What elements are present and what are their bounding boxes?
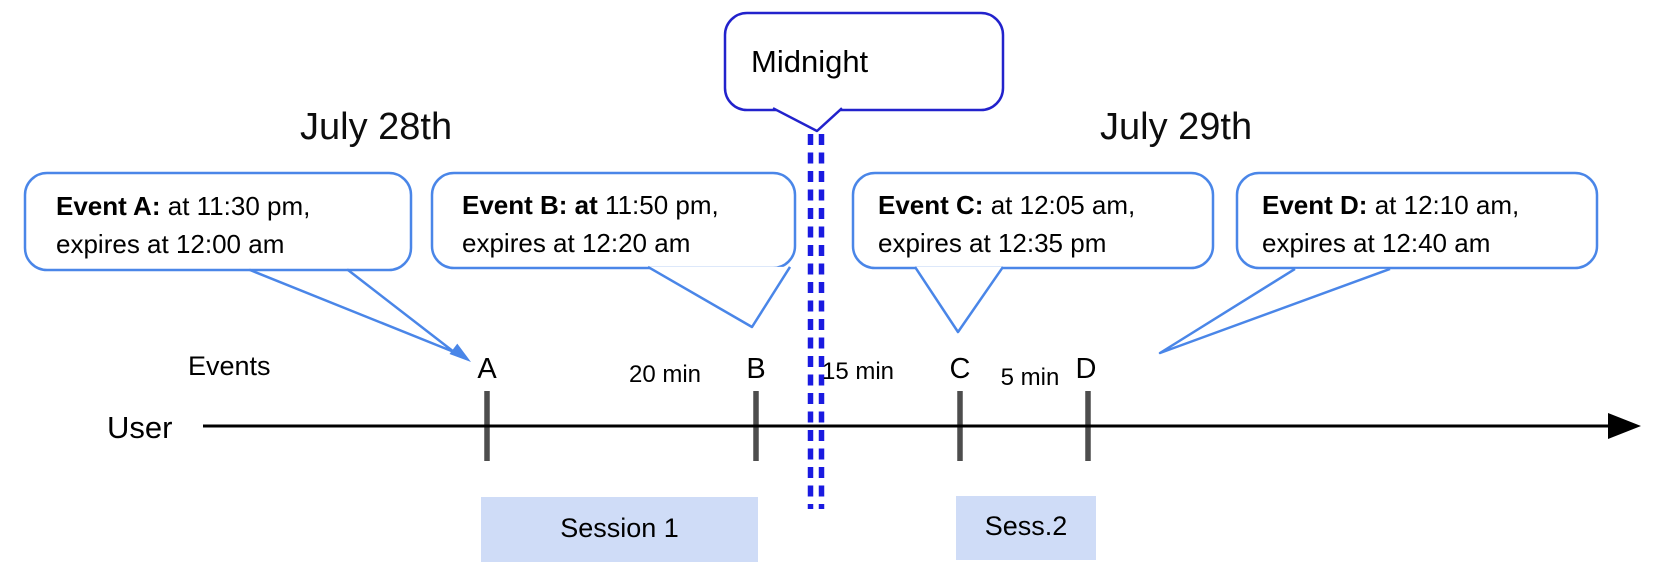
event-b-title: Event B: at [462,190,598,220]
tick-label-b: B [746,353,766,385]
day-label-july-29: July 29th [1100,106,1253,148]
event-b-expiry: expires at 12:20 am [462,228,691,258]
session-2-box [956,496,1096,560]
interval-label-20min: 20 min [628,361,702,388]
event-c-bubble-tail [913,266,1005,334]
event-b-bubble-box [430,171,797,270]
event-c-expiry: expires at 12:35 pm [878,228,1107,258]
event-a-time: at 11:30 pm, [167,191,311,221]
event-d-bubble-box [1235,171,1599,270]
timeline-arrowhead [1608,413,1641,439]
event-c-bubble-box [851,171,1215,270]
event-b-time: 11:50 pm, [605,190,719,220]
session-2-label: Sess.2 [984,511,1068,541]
event-d-bubble-text: Event D: at 12:10 am, expires at 12:40 a… [1262,186,1519,262]
midnight-callout-box [723,11,1005,112]
event-d-time: at 12:10 am, [1374,190,1520,220]
events-axis-label: Events [188,351,271,381]
event-c-time: at 12:05 am, [990,190,1136,220]
event-d-bubble-tail [1158,267,1391,355]
event-a-title: Event A: [56,191,161,221]
interval-label-15min: 15 min [821,358,895,385]
tick-label-c: C [949,353,971,385]
event-b-bubble-text: Event B: at 11:50 pm, expires at 12:20 a… [462,186,719,262]
midnight-callout-label: Midnight [751,44,869,79]
event-a-expiry: expires at 12:00 am [56,229,285,259]
session-1-label: Session 1 [560,513,679,543]
event-a-pointer-arrowhead [449,343,471,362]
event-d-expiry: expires at 12:40 am [1262,228,1491,258]
event-c-bubble-text: Event C: at 12:05 am, expires at 12:35 p… [878,186,1135,262]
day-label-july-28: July 28th [300,106,453,148]
session-1-box [481,497,758,562]
event-b-bubble-tail [647,265,792,329]
midnight-callout-tail [772,107,843,133]
user-axis-label: User [107,410,173,445]
interval-label-5min: 5 min [1000,364,1060,391]
event-c-title: Event C: [878,190,984,220]
event-a-pointer-lines [248,268,456,354]
event-a-bubble-text: Event A: at 11:30 pm, expires at 12:00 a… [56,187,310,263]
event-d-title: Event D: [1262,190,1368,220]
tick-label-a: A [477,353,497,385]
tick-label-d: D [1075,353,1097,385]
event-a-bubble-box [23,171,413,272]
